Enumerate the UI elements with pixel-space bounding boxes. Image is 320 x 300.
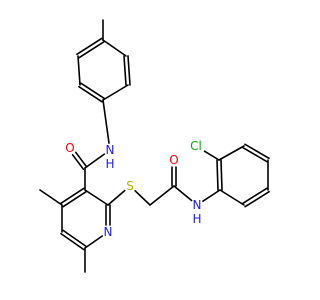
bond-co1-o1-a <box>75 151 88 168</box>
bond-p5-p6-b <box>62 229 87 248</box>
bond-t1-t2-a <box>76 37 103 56</box>
bond-t5-t6-a <box>127 55 131 86</box>
atom-label-nh2: N <box>193 198 202 212</box>
bond-nh1-co1 <box>84 153 106 169</box>
atom-label-pn: N <box>104 225 113 239</box>
bond-t4-t5 <box>102 84 129 101</box>
bond-co2-nh2 <box>173 185 193 202</box>
atom-bg-pn <box>102 226 114 238</box>
atom-bg-cl <box>187 137 205 155</box>
bond-t1-t2-b <box>78 40 105 59</box>
bond-t3-t4-a <box>78 85 103 103</box>
bond-s-ch2 <box>134 190 151 206</box>
bond-t3-t4-b <box>80 82 105 100</box>
atom-label-o2: O <box>169 153 178 167</box>
bond-c6-c1 <box>219 189 245 206</box>
bond-p2-s <box>107 189 126 206</box>
bond-p2-p3 <box>84 189 109 206</box>
bond-c2-c3 <box>218 145 245 161</box>
atom-bg-s <box>124 180 136 192</box>
atom-bg-nh2 <box>191 199 203 211</box>
bond-p3-p4-a <box>60 187 85 205</box>
atom-label-s: S <box>126 179 134 193</box>
bond-nh2-c1 <box>202 189 221 202</box>
bond-co1-o1-b <box>71 154 85 170</box>
atom-bg-nh1 <box>104 144 116 156</box>
bond-c5-c6-b <box>244 190 270 208</box>
bond-layer <box>39 19 270 273</box>
bond-c3-c4-b <box>244 143 270 160</box>
bond-t2-t3 <box>77 55 81 86</box>
bond-c2-cl <box>203 150 220 161</box>
bond-p6-pn <box>84 235 104 249</box>
bond-t5-t6-b <box>123 55 127 86</box>
bond-c5-c6-a <box>242 187 268 205</box>
bond-c1-c2-b <box>216 159 219 191</box>
atom-bg-o1 <box>64 142 76 154</box>
bond-p4-me4 <box>39 189 63 206</box>
atom-label-nh1: N <box>106 143 115 157</box>
bond-c1-c2-a <box>220 159 223 191</box>
atom-bg-o2 <box>168 154 180 166</box>
bond-p5-p6-a <box>60 232 85 251</box>
bond-t4-nh1 <box>102 99 110 144</box>
atom-hydrogen-nh1: H <box>105 157 114 171</box>
bond-ch2-co2 <box>149 185 175 206</box>
atom-label-cl: Cl <box>190 139 202 153</box>
bond-c3-c4-a <box>242 146 268 163</box>
atom-label-o1: O <box>65 141 74 155</box>
bond-p3-p4-b <box>62 190 87 208</box>
atom-hydrogen-nh2: H <box>192 212 201 226</box>
bond-t6-t1 <box>102 39 127 57</box>
